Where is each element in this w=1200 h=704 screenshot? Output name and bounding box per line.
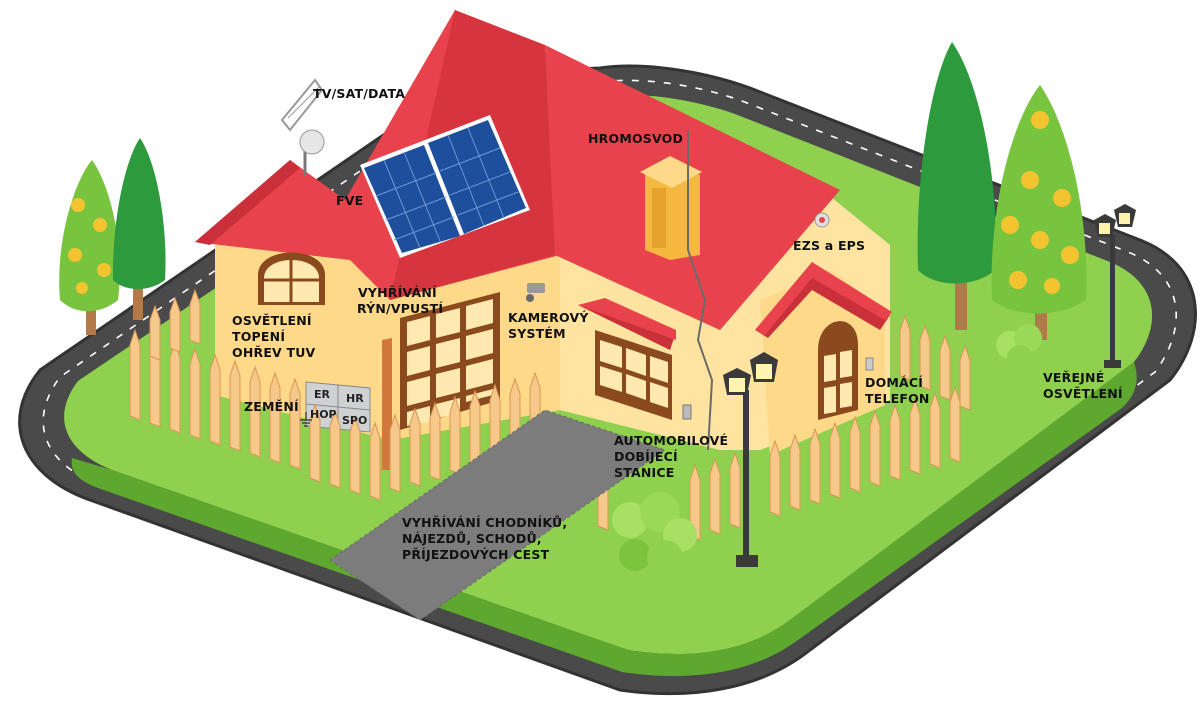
label-verejne: VEŘEJNÉ (1043, 370, 1104, 385)
bush-right (996, 324, 1042, 371)
label-chodniky-2: NÁJEZDŮ, SCHODŮ, (402, 531, 542, 546)
label-stanice: STANICE (614, 465, 674, 480)
switchboard-spo: SPO (342, 414, 367, 427)
fence-left (129, 328, 541, 501)
chimney (640, 156, 702, 260)
label-system: SYSTÉM (508, 326, 566, 341)
bush-center (605, 492, 697, 576)
tree-left-1 (59, 160, 120, 335)
label-verejne-osvetleni: OSVĚTLENÍ (1043, 386, 1123, 401)
antenna-icon (280, 78, 325, 175)
arched-window-left (258, 252, 325, 305)
ground-symbol-icon (300, 412, 312, 427)
fences (129, 288, 971, 541)
label-dobijeci: DOBÍJECÍ (614, 449, 678, 464)
intercom-icon (865, 357, 874, 371)
lamp-front (723, 352, 778, 567)
driveway-texture (329, 409, 667, 621)
label-osvetleni: OSVĚTLENÍ (232, 313, 312, 328)
tree-left-2 (112, 138, 166, 320)
label-vyhrivani: VYHŘÍVÁNÍ (358, 285, 437, 300)
street-lamps (723, 204, 1136, 567)
label-topeni: TOPENÍ (232, 329, 285, 344)
label-chodniky-1: VYHŘÍVÁNÍ CHODNÍKŮ, (402, 515, 567, 530)
lamp-road (1094, 204, 1136, 368)
label-hromosvod: HROMOSVOD (588, 131, 683, 146)
house (195, 10, 892, 470)
label-automobilove: AUTOMOBILOVÉ (614, 433, 728, 448)
fence-left-side (149, 288, 201, 361)
label-zemeni: ZEMĚNÍ (244, 399, 299, 414)
solar-panels (360, 115, 530, 258)
fence-right (597, 314, 971, 541)
garage-door (578, 298, 676, 420)
alarm-sensor-icon (814, 212, 830, 228)
label-ezs-eps: EZS a EPS (793, 238, 865, 253)
trees (59, 42, 1087, 340)
label-ryn-vpusti: RÝN/VPUSTÍ (357, 301, 443, 316)
arched-door-right (818, 321, 858, 420)
lightning-rod (687, 130, 714, 451)
label-ohrev-tuv: OHŘEV TUV (232, 345, 316, 360)
tree-right-2 (991, 85, 1087, 340)
switchboard-hr: HR (346, 392, 364, 405)
label-telefon: TELEFON (865, 391, 930, 406)
label-fve: FVE (336, 193, 363, 208)
charger-icon (682, 404, 692, 420)
label-tv-sat-data: TV/SAT/DATA (313, 86, 405, 101)
bushes (605, 324, 1042, 576)
driveway (330, 410, 665, 620)
labels: TV/SAT/DATA FVE HROMOSVOD EZS a EPS VYHŘ… (232, 86, 1123, 562)
switchboard-er: ER (314, 388, 331, 401)
label-domaci: DOMÁCÍ (865, 375, 923, 390)
label-chodniky-3: PŘÍJEZDOVÝCH CEST (402, 547, 550, 562)
camera-icon (526, 283, 545, 302)
tree-right-1 (917, 42, 996, 330)
label-kamerovy: KAMEROVÝ (508, 310, 589, 325)
switchboard-hop: HOP (310, 408, 337, 421)
